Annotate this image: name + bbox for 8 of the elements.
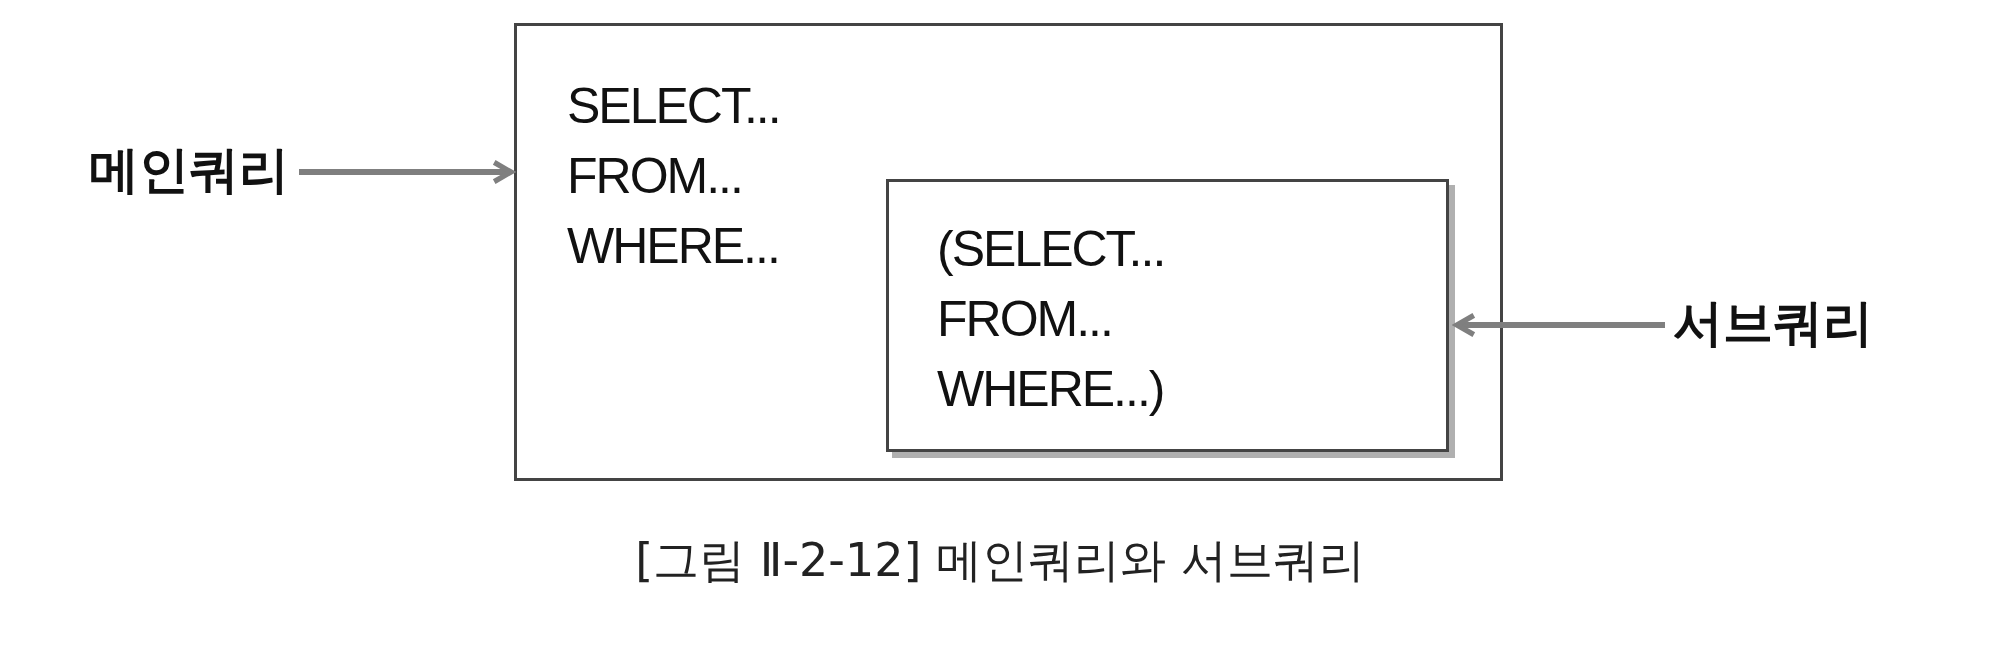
figure-caption: [그림 Ⅱ-2-12] 메인쿼리와 서브쿼리 (635, 533, 1365, 587)
code-text: (SELECT... FROM... WHERE...) (937, 220, 1165, 419)
main-query-label: 메인쿼리 (89, 141, 289, 199)
query-box (514, 23, 1503, 481)
subquery-label: 서브쿼리 (1673, 294, 1873, 352)
code-text: SELECT... FROM... WHERE... (567, 77, 780, 276)
arrow (299, 159, 514, 185)
arrow (1454, 312, 1665, 338)
